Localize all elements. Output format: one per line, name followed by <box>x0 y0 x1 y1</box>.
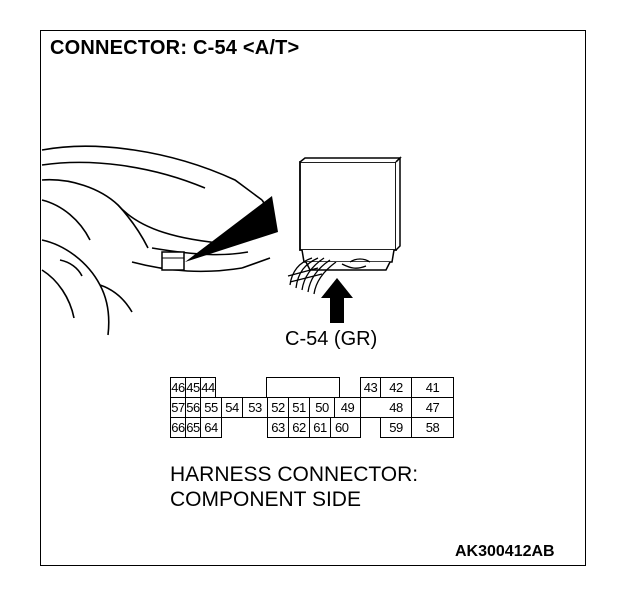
pin-cell: 41 <box>411 377 454 398</box>
pin-cell: 59 <box>380 417 412 438</box>
caption-line-1: HARNESS CONNECTOR: <box>170 463 419 486</box>
pin-cell: 60 <box>330 417 361 438</box>
pin-cell-spacer <box>360 397 381 418</box>
pin-cell: 57 <box>170 397 186 418</box>
figure-code: AK300412AB <box>455 543 555 560</box>
pin-cell: 58 <box>411 417 454 438</box>
pin-cell: 43 <box>360 377 381 398</box>
pin-cell: 55 <box>200 397 222 418</box>
pointer-wedge <box>185 196 278 262</box>
pin-cell: 44 <box>200 377 216 398</box>
caption-line-2: COMPONENT SIDE <box>170 488 361 511</box>
pin-cell: 61 <box>309 417 331 438</box>
pin-cell: 64 <box>200 417 222 438</box>
caption: HARNESS CONNECTOR: COMPONENT SIDE <box>170 462 418 512</box>
connector-lock-tab <box>266 377 340 398</box>
pin-cell: 52 <box>267 397 289 418</box>
connector-location-box <box>161 251 185 271</box>
pin-cell: 65 <box>185 417 201 438</box>
pin-cell: 47 <box>411 397 454 418</box>
pin-cell: 51 <box>288 397 310 418</box>
up-arrow-icon <box>321 278 353 323</box>
control-unit-box <box>299 156 402 271</box>
pin-cell: 56 <box>185 397 201 418</box>
dashboard-lines <box>41 145 273 336</box>
pin-cell: 42 <box>380 377 412 398</box>
connector-pin-grid: 46 45 44 43 42 41 57 56 55 54 53 52 51 5… <box>170 377 454 447</box>
pin-cell: 66 <box>170 417 186 438</box>
harness-wires <box>287 257 371 295</box>
pin-cell: 49 <box>334 397 361 418</box>
pin-cell: 53 <box>242 397 268 418</box>
pin-cell: 50 <box>309 397 335 418</box>
connector-label: C-54 (GR) <box>285 328 378 350</box>
diagram-title: CONNECTOR: C-54 <A/T> <box>50 37 300 59</box>
diagram-frame <box>40 30 586 566</box>
pin-cell: 45 <box>185 377 201 398</box>
pin-cell: 63 <box>267 417 289 438</box>
pin-cell: 62 <box>288 417 310 438</box>
pin-cell: 46 <box>170 377 186 398</box>
pin-cell: 48 <box>380 397 412 418</box>
pin-cell: 54 <box>221 397 243 418</box>
